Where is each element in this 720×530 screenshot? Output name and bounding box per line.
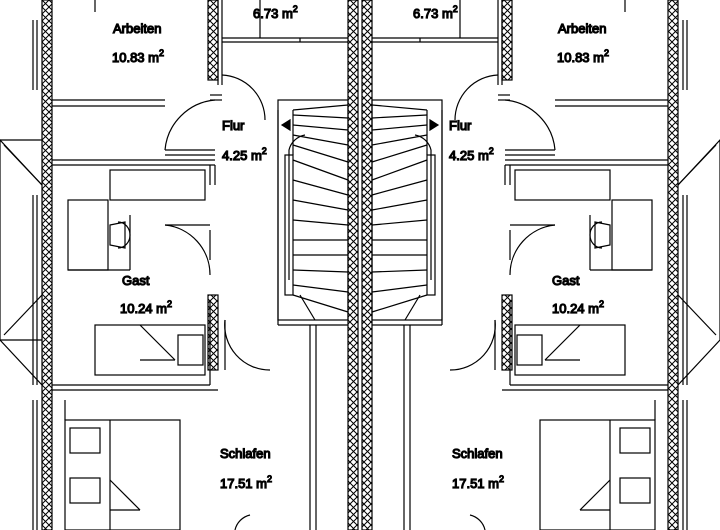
wall-hatch xyxy=(207,0,219,81)
desk xyxy=(67,199,109,271)
room-name: Gast xyxy=(552,273,580,288)
room-name: Arbeiten xyxy=(113,21,161,36)
room-area: 6.73 m2 xyxy=(413,4,458,21)
room-name: Flur xyxy=(449,118,472,133)
left-unit: 6.73 m2 Arbeiten 10.83 m2 Flur 4.25 m2 G… xyxy=(0,0,359,530)
room-name: Gast xyxy=(122,273,150,288)
bed xyxy=(94,324,206,376)
room-area: 6.73 m2 xyxy=(253,4,298,21)
dormer-outline xyxy=(0,139,43,386)
room-area: 10.83 m2 xyxy=(557,48,609,65)
outer-wall-left xyxy=(41,0,53,530)
bed xyxy=(514,324,626,376)
outer-wall-right xyxy=(667,0,679,530)
room-area: 10.83 m2 xyxy=(112,48,164,65)
room-name: Schlafen xyxy=(220,446,271,461)
room-area: 4.25 m2 xyxy=(449,146,494,163)
wall-hatch xyxy=(207,294,219,371)
room-area: 17.51 m2 xyxy=(452,474,504,491)
double-bed xyxy=(539,419,656,530)
party-wall-left xyxy=(347,0,359,530)
chair xyxy=(109,221,126,249)
wall-hatch xyxy=(501,0,513,81)
room-area: 4.25 m2 xyxy=(222,146,267,163)
room-area: 10.24 m2 xyxy=(120,299,172,316)
room-area: 10.24 m2 xyxy=(552,299,604,316)
room-name: Flur xyxy=(222,118,245,133)
dormer-outline xyxy=(677,139,720,386)
right-unit: 6.73 m2 Arbeiten 10.83 m2 Flur 4.25 m2 G… xyxy=(361,0,720,530)
room-name: Schlafen xyxy=(452,446,503,461)
desk xyxy=(611,199,653,271)
wall-hatch xyxy=(501,294,513,371)
double-bed xyxy=(64,419,181,530)
room-name: Arbeiten xyxy=(558,21,606,36)
party-wall-right xyxy=(361,0,373,530)
room-area: 17.51 m2 xyxy=(220,474,272,491)
chair xyxy=(594,221,611,249)
